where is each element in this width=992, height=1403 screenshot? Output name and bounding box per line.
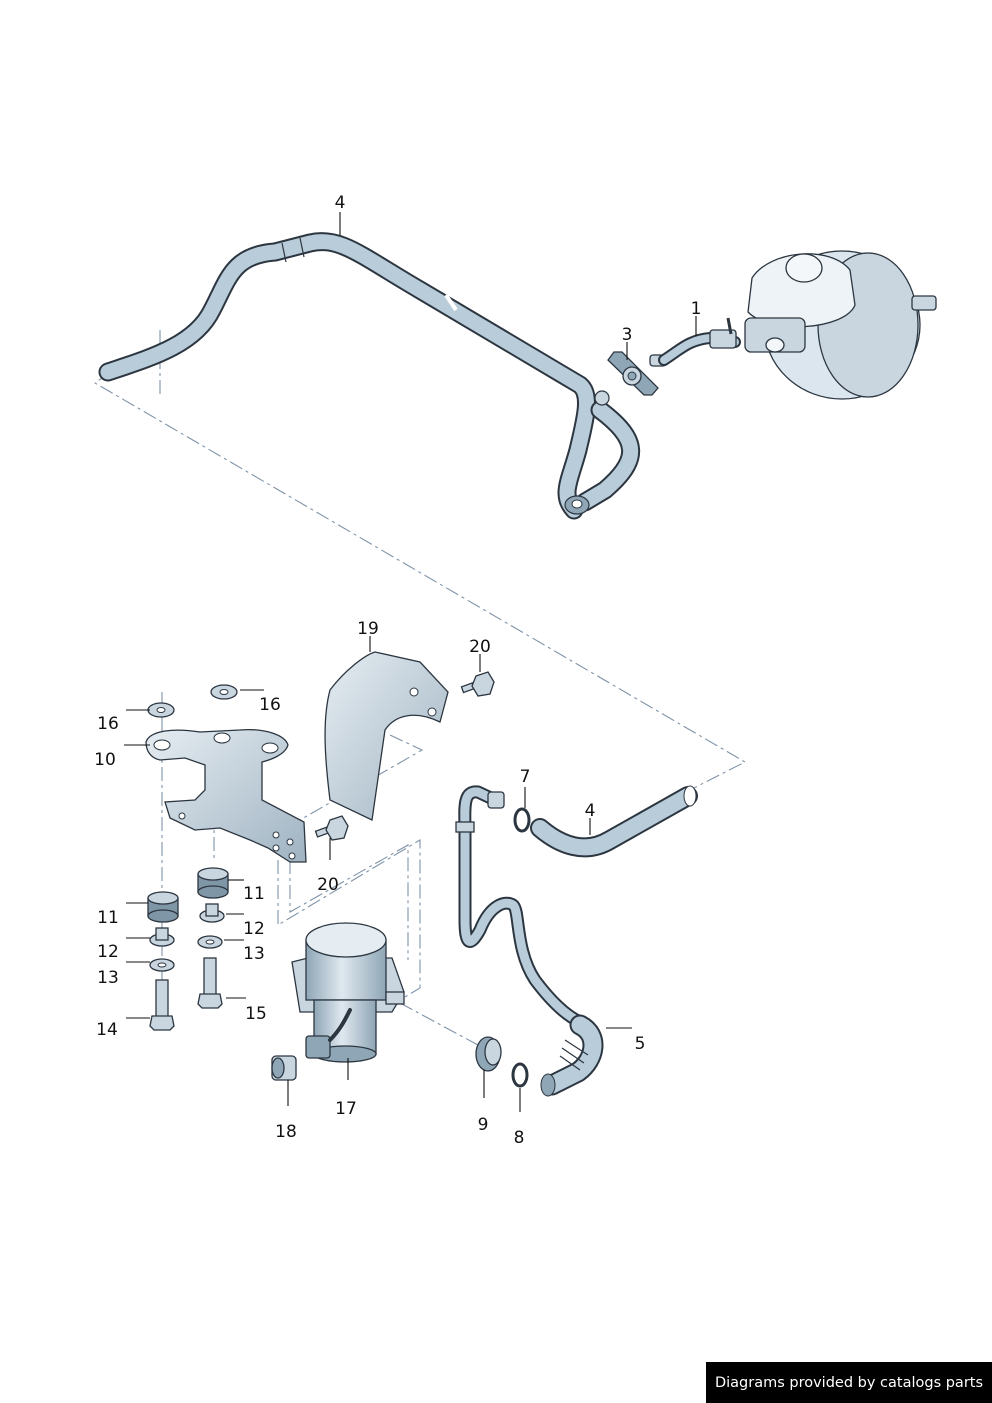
washer-16-left	[147, 702, 175, 718]
callout-7: 7	[520, 767, 531, 787]
callout-5: 5	[635, 1034, 646, 1054]
callout-14: 14	[96, 1020, 118, 1040]
callout-9: 9	[478, 1115, 489, 1135]
rubber-mount-left	[147, 891, 179, 923]
secondary-air-pump	[291, 922, 405, 1063]
hose-clamp-7	[513, 807, 531, 833]
callout-8: 8	[514, 1128, 525, 1148]
callout-15: 15	[245, 1004, 267, 1024]
bolt-top	[460, 671, 495, 697]
rubber-mount-right	[197, 867, 229, 899]
credit-text: Diagrams provided by catalogs parts	[714, 1374, 984, 1391]
callout-3: 3	[622, 325, 633, 345]
callout-12-right: 12	[243, 919, 265, 939]
pressure-pipe	[455, 785, 604, 1097]
vacuum-hose-lower	[530, 785, 698, 858]
callout-12-left: 12	[97, 942, 119, 962]
spacer-right	[199, 903, 225, 923]
callout-16-right: 16	[259, 695, 281, 715]
bolt-14	[149, 979, 175, 1031]
credit-banner: Diagrams provided by catalogs parts	[706, 1362, 992, 1403]
callout-1: 1	[691, 299, 702, 319]
callout-10: 10	[94, 750, 116, 770]
bolt-15	[197, 957, 223, 1009]
spacer-left	[149, 927, 175, 947]
callout-11-right: 11	[243, 884, 265, 904]
check-valve	[607, 351, 667, 396]
bushing	[271, 1055, 297, 1081]
leader-lines	[124, 212, 697, 1112]
vacuum-line	[658, 317, 741, 366]
union-nut	[475, 1036, 502, 1072]
bolt-bottom	[314, 815, 349, 841]
vacuum-hose-top	[98, 232, 641, 520]
heat-shield	[324, 651, 449, 821]
callout-18: 18	[275, 1122, 297, 1142]
callout-16-left: 16	[97, 714, 119, 734]
hose-clamp-8	[511, 1062, 529, 1088]
callout-20-bottom: 20	[317, 875, 339, 895]
callout-11-left: 11	[97, 908, 119, 928]
callout-13-right: 13	[243, 944, 265, 964]
washer-16-right	[210, 684, 238, 700]
washer-13-right	[197, 935, 223, 949]
callout-20-top: 20	[469, 637, 491, 657]
mounting-bracket	[145, 729, 307, 863]
callout-17: 17	[335, 1099, 357, 1119]
washer-13-left	[149, 958, 175, 972]
callout-4-mid: 4	[585, 801, 596, 821]
callout-labels: 4 1 3 19 20 16 16 10 7 4 20 11 11 12 12 …	[94, 193, 701, 1148]
brake-booster	[744, 250, 937, 400]
callout-4-top: 4	[335, 193, 346, 213]
callout-13-left: 13	[97, 968, 119, 988]
callout-19: 19	[357, 619, 379, 639]
